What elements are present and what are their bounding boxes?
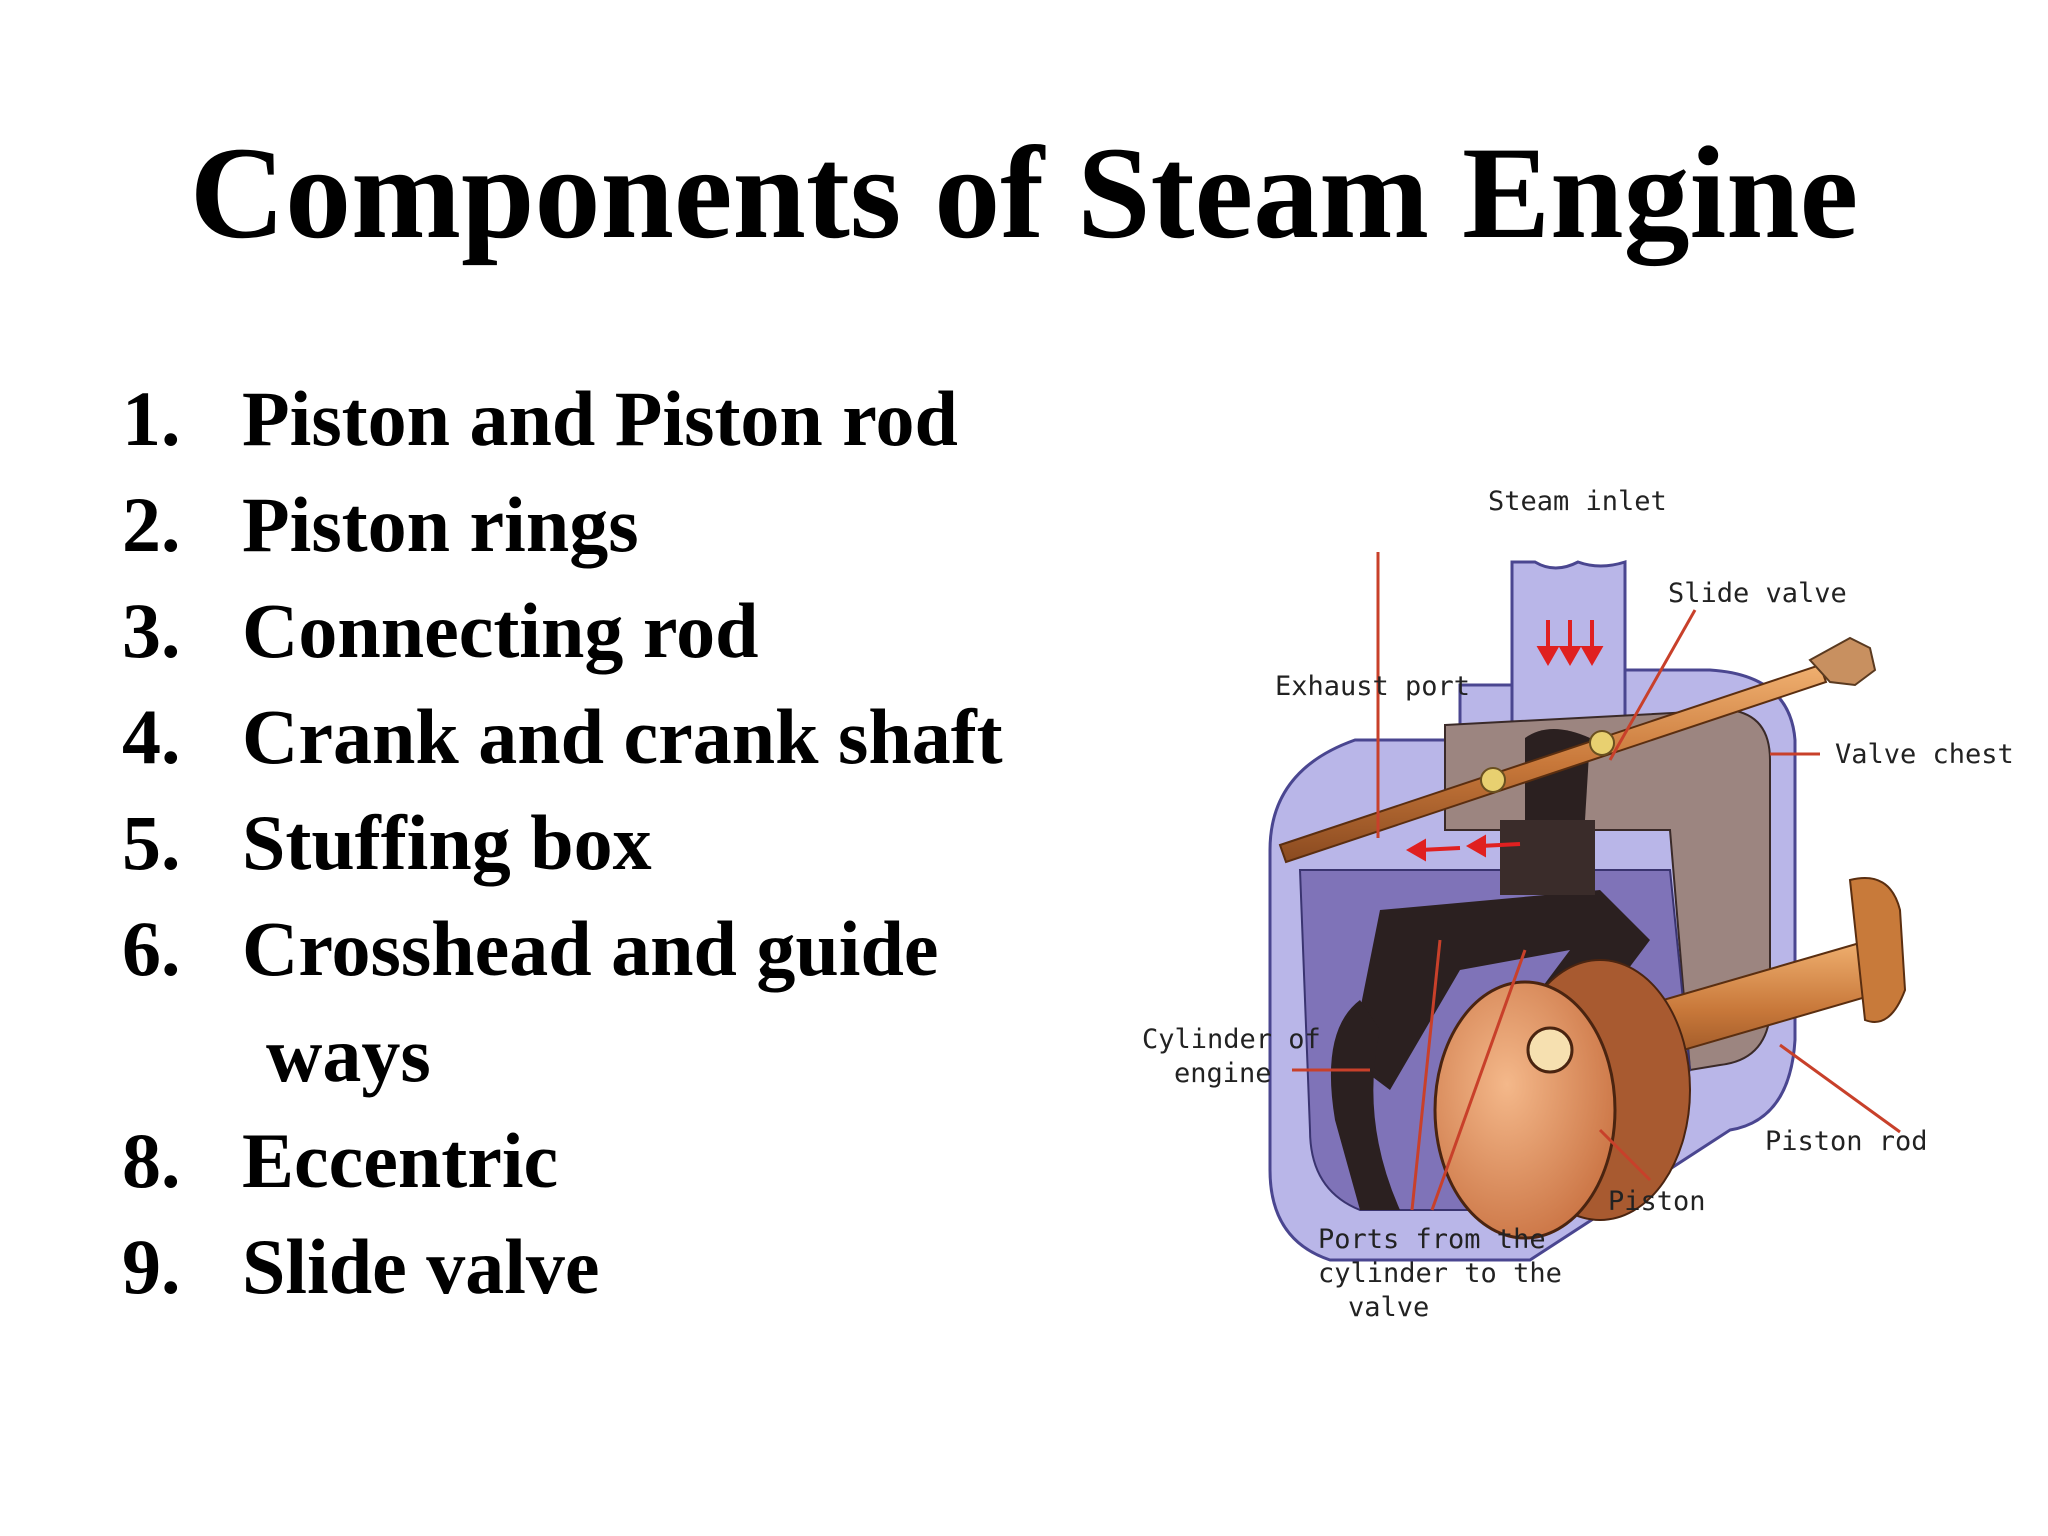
label-steam-inlet: Steam inlet — [1488, 486, 1667, 517]
list-item-text: Stuffing box — [242, 799, 652, 886]
list-item-number: 3. — [122, 587, 181, 674]
list-item: 6. Crosshead and guide — [122, 896, 1082, 1002]
list-item: ways — [122, 1002, 1082, 1108]
label-cylinder-line1: Cylinder of — [1142, 1024, 1321, 1055]
list-item: 9. Slide valve — [122, 1214, 1082, 1320]
list-item-text: Piston rings — [242, 481, 639, 568]
valve-rod-collar — [1480, 767, 1506, 793]
list-item-number: 4. — [122, 693, 181, 780]
label-ports-line2: cylinder to the — [1318, 1258, 1562, 1289]
list-item-number: 8. — [122, 1117, 181, 1204]
list-item-number: 2. — [122, 481, 181, 568]
label-ports-line3: valve — [1348, 1292, 1429, 1323]
label-piston-rod: Piston rod — [1765, 1126, 1928, 1157]
list-item-number: 5. — [122, 799, 181, 886]
steam-flow-arrows — [1405, 620, 1604, 862]
list-item: 4. Crank and crank shaft — [122, 684, 1082, 790]
leader-lines — [1292, 552, 1901, 1211]
list-item: 1. Piston and Piston rod — [122, 366, 1082, 472]
list-item: 8. Eccentric — [122, 1108, 1082, 1214]
slide-title: Components of Steam Engine — [189, 119, 1859, 266]
steam-engine-diagram: Steam inlet Slide valve Exhaust port Val… — [1142, 486, 2014, 1323]
piston-face — [1433, 980, 1617, 1240]
label-valve-chest: Valve chest — [1835, 739, 2014, 770]
list-item-text: ways — [266, 1011, 431, 1098]
label-cylinder-line2: engine — [1174, 1058, 1272, 1089]
slide-valve-block — [1500, 820, 1595, 895]
list-item-text: Eccentric — [242, 1117, 559, 1204]
list-item: 2. Piston rings — [122, 472, 1082, 578]
list-item-text: Crank and crank shaft — [242, 693, 1003, 780]
list-item: 3. Connecting rod — [122, 578, 1082, 684]
list-item-text: Connecting rod — [242, 587, 759, 674]
label-piston: Piston — [1608, 1186, 1706, 1217]
piston-rod-end — [1848, 877, 1907, 1023]
list-item-number: 6. — [122, 905, 181, 992]
list-item-text: Slide valve — [242, 1223, 600, 1310]
valve-rod — [1278, 663, 1828, 864]
list-item-number: 1. — [122, 375, 181, 462]
list-item-number: 9. — [122, 1223, 181, 1310]
valve-rod-end — [1808, 636, 1877, 687]
label-slide-valve: Slide valve — [1668, 578, 1847, 609]
label-ports-line1: Ports from the — [1318, 1224, 1546, 1255]
list-item-text: Crosshead and guide — [242, 905, 939, 992]
dark-wall — [1330, 1000, 1400, 1210]
list-item: 5. Stuffing box — [122, 790, 1082, 896]
label-exhaust-port: Exhaust port — [1275, 671, 1470, 702]
piston-hub — [1526, 1026, 1574, 1074]
list-item-text: Piston and Piston rod — [242, 375, 958, 462]
valve-rod-collar — [1589, 730, 1615, 756]
